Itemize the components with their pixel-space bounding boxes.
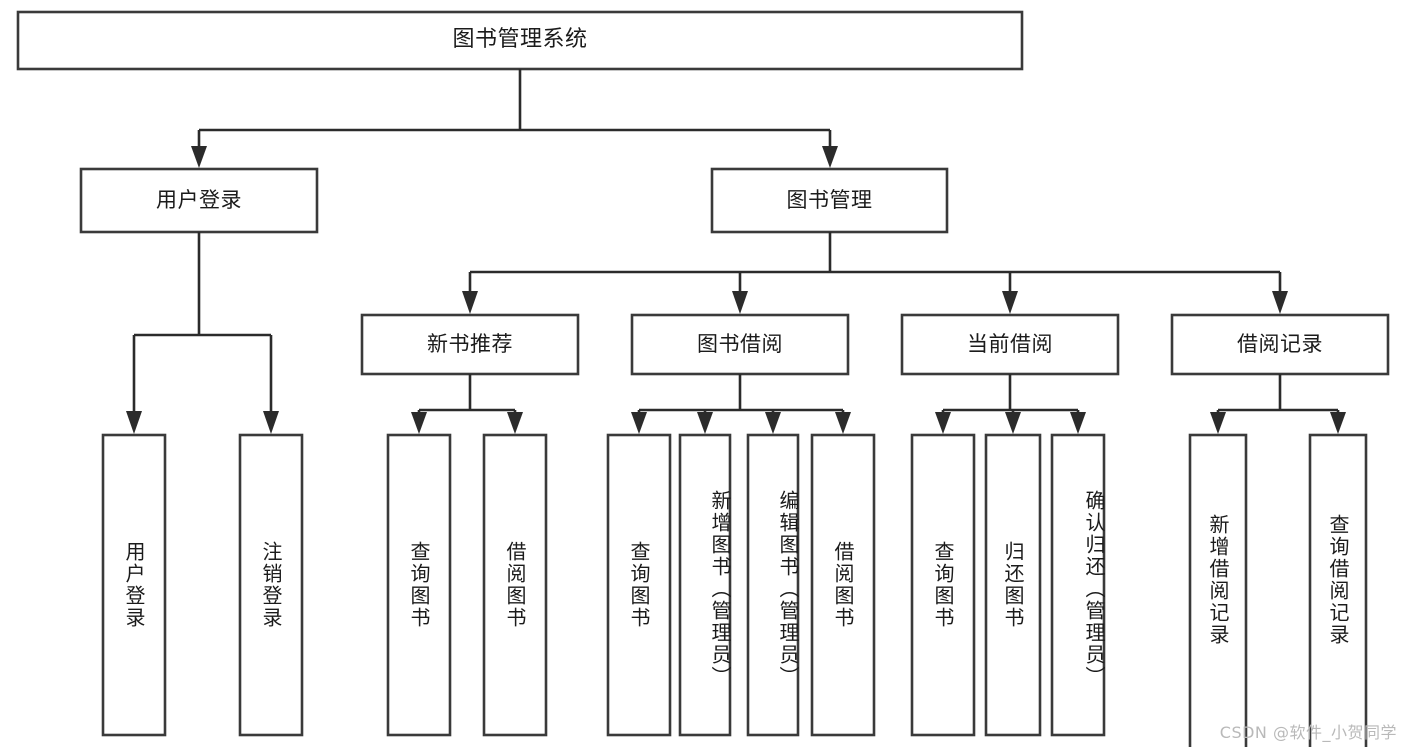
arrow-to-new-book-recommend (462, 291, 478, 314)
arrow-to-user-login (191, 146, 207, 168)
arrow-to-leaf-query-book-borrow (631, 412, 647, 434)
node-box-current-borrow[interactable] (900, 313, 1120, 376)
arrow-to-leaf-logout-login (263, 411, 279, 434)
arrow-to-book-management (822, 146, 838, 168)
arrow-to-leaf-borrow-book (835, 412, 851, 434)
leaf-box-user-login[interactable] (101, 433, 167, 737)
arrow-to-leaf-query-book-rec (411, 412, 427, 434)
arrow-to-leaf-edit-book-admin (765, 412, 781, 434)
leaf-box-query-book-borrow[interactable] (606, 433, 672, 737)
leaf-box-borrow-book-rec[interactable] (482, 433, 548, 737)
arrow-to-leaf-query-book-current (935, 412, 951, 434)
node-box-book-management[interactable] (710, 167, 949, 234)
leaf-box-add-book-admin[interactable] (678, 433, 732, 737)
arrow-to-current-borrow (1002, 291, 1018, 314)
leaf-box-return-book[interactable] (984, 433, 1042, 737)
node-box-user-login[interactable] (79, 167, 319, 234)
arrow-to-leaf-query-borrow-record (1330, 412, 1346, 434)
node-box-borrow-record[interactable] (1170, 313, 1390, 376)
leaf-box-add-borrow-record[interactable] (1188, 433, 1248, 747)
arrow-to-leaf-borrow-book-rec (507, 412, 523, 434)
leaf-box-query-borrow-record[interactable] (1308, 433, 1368, 747)
leaf-box-query-book-current[interactable] (910, 433, 976, 737)
arrow-to-book-borrow (732, 291, 748, 314)
leaf-box-borrow-book[interactable] (810, 433, 876, 737)
node-box-root[interactable] (16, 10, 1024, 71)
leaf-box-edit-book-admin[interactable] (746, 433, 800, 737)
node-box-book-borrow[interactable] (630, 313, 850, 376)
leaf-box-logout-login[interactable] (238, 433, 304, 737)
arrow-to-leaf-confirm-return-admin (1070, 412, 1086, 434)
leaf-box-confirm-return-admin[interactable] (1050, 433, 1106, 737)
arrow-to-leaf-add-book-admin (697, 412, 713, 434)
arrow-to-leaf-user-login (126, 411, 142, 434)
leaf-box-query-book-rec[interactable] (386, 433, 452, 737)
arrow-to-leaf-add-borrow-record (1210, 412, 1226, 434)
arrow-to-borrow-record (1272, 291, 1288, 314)
arrow-to-leaf-return-book (1005, 412, 1021, 434)
node-box-new-book-recommend[interactable] (360, 313, 580, 376)
